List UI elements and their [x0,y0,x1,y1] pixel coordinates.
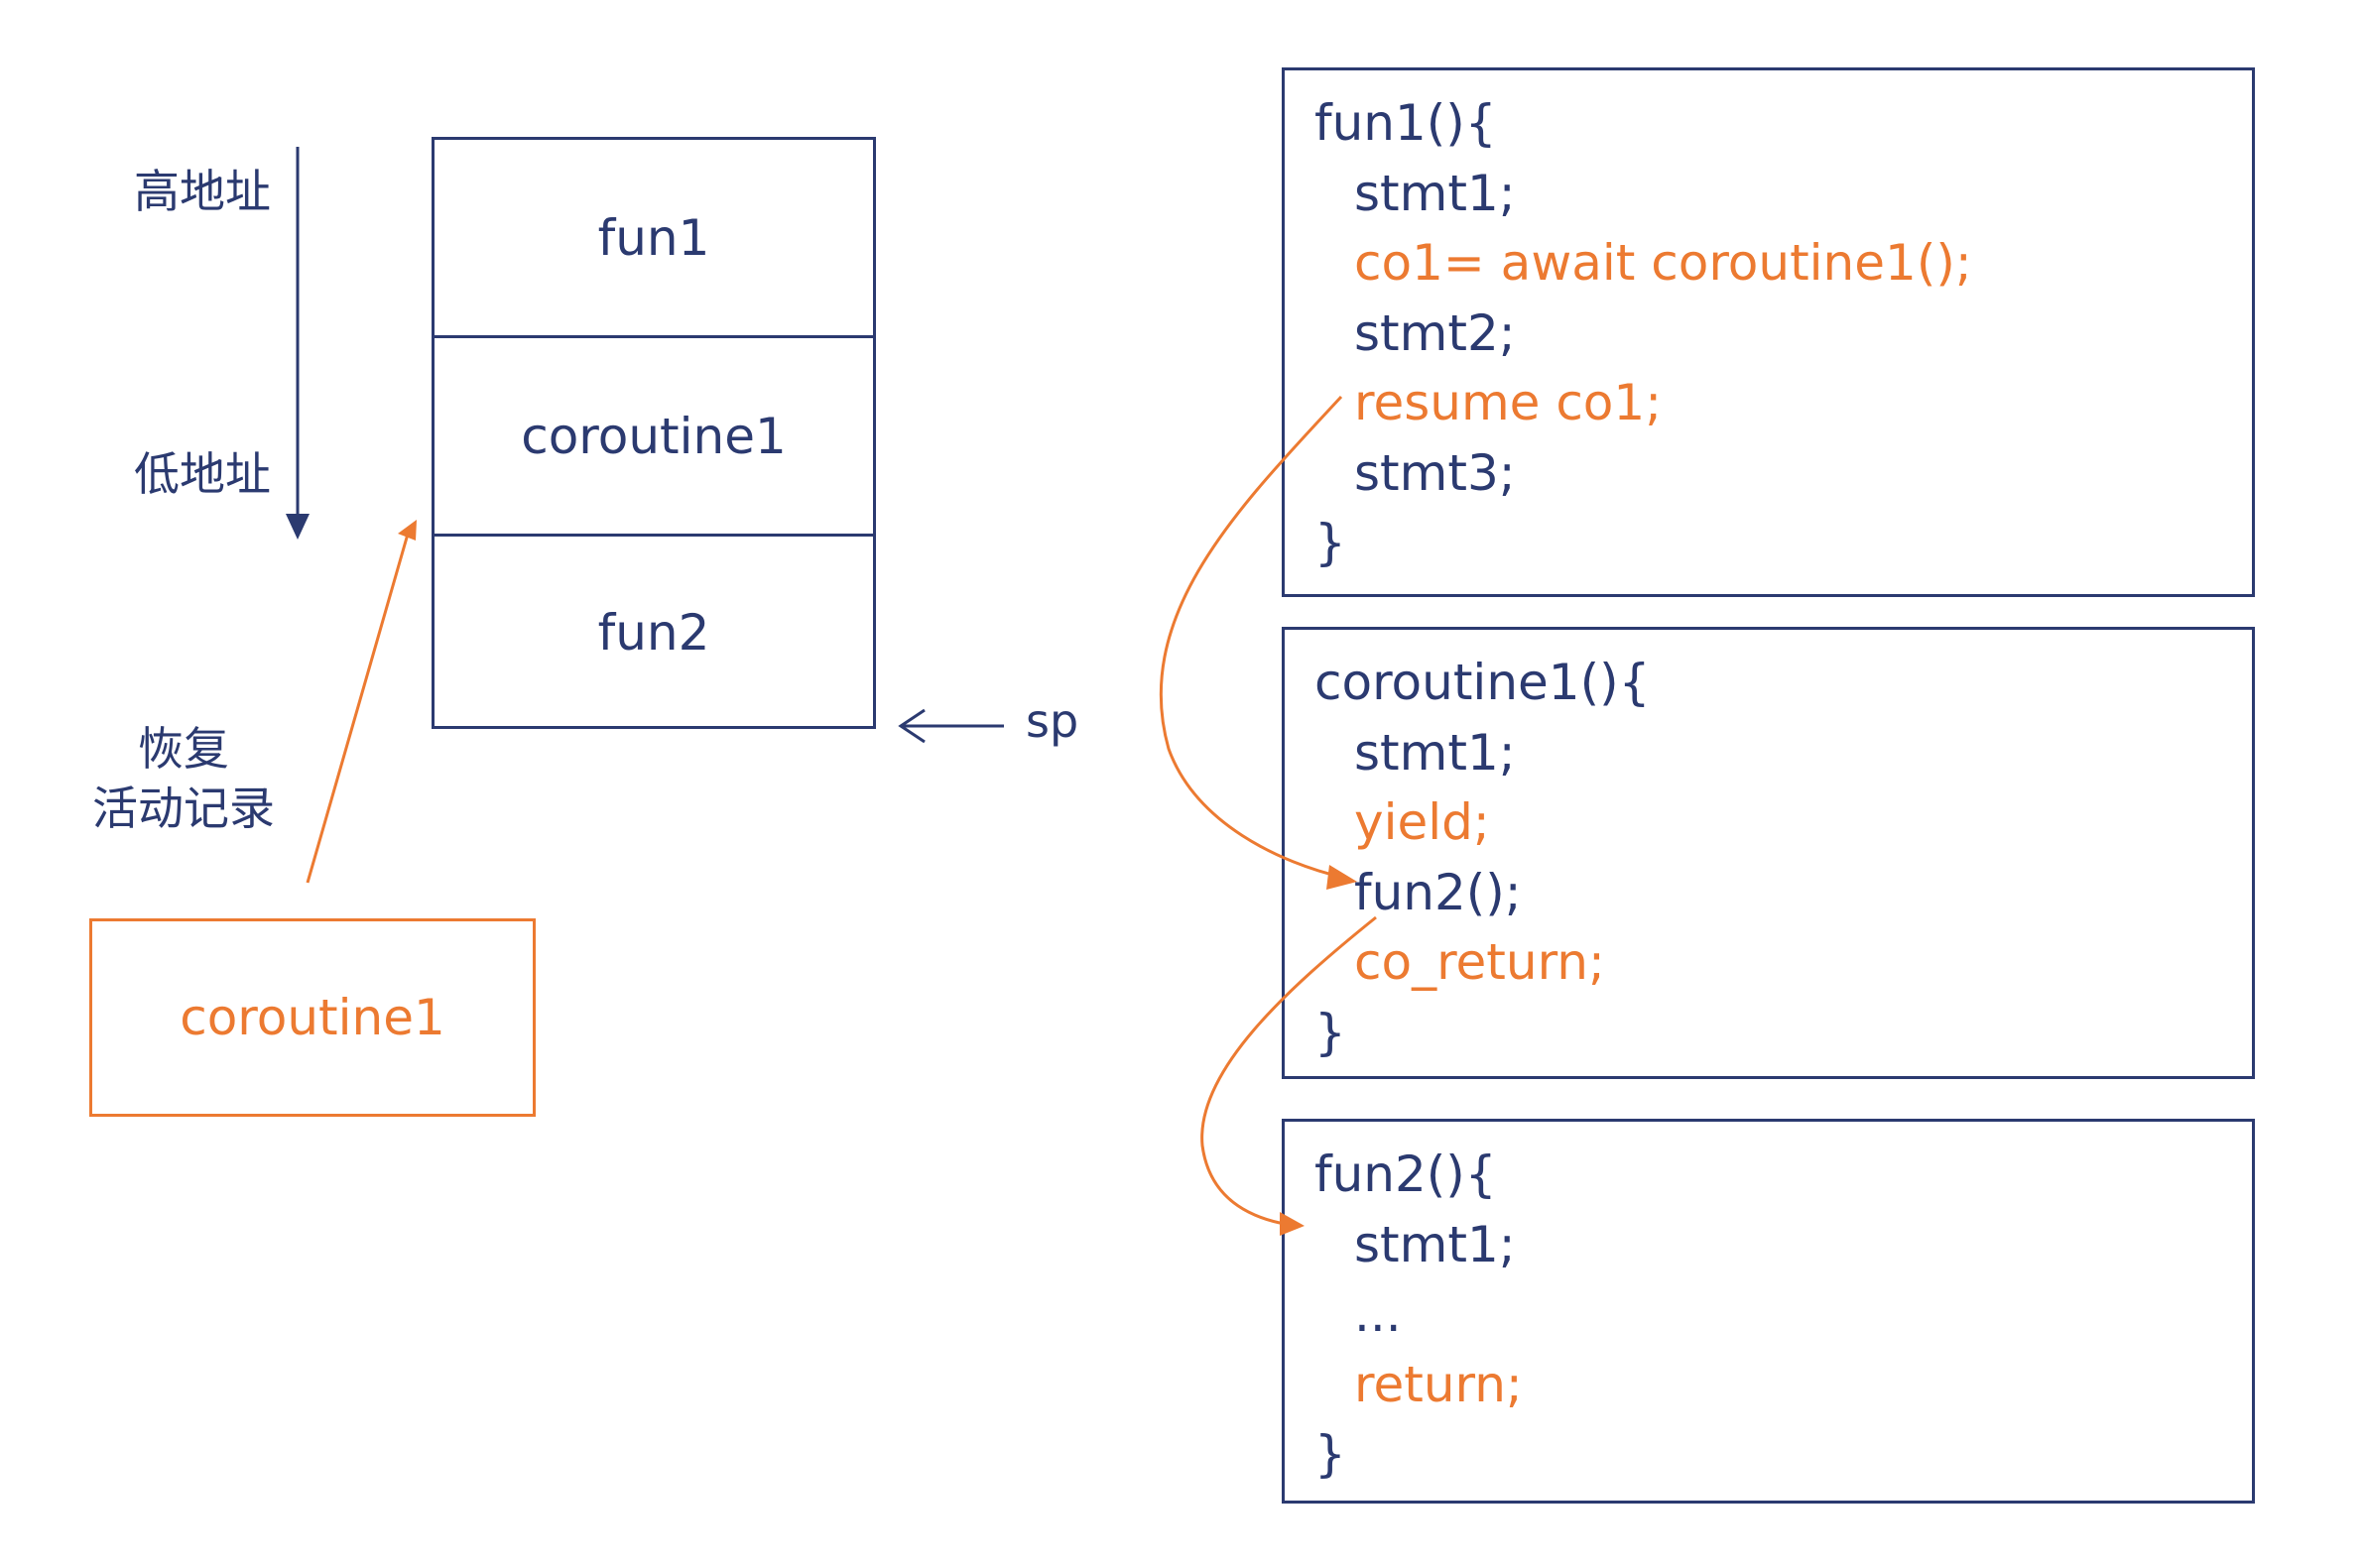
code-line: ... [1354,1285,1402,1343]
call-flow-arrow [1200,915,1377,1236]
call-stack: fun1 coroutine1 fun2 [432,137,876,729]
code-line-highlight: co_return; [1354,933,1605,991]
code-block-coroutine1: coroutine1(){ stmt1; yield; fun2(); co_r… [1282,627,2255,1079]
saved-coroutine-record: coroutine1 [89,918,536,1117]
code-line: fun2(); [1354,863,1522,921]
stack-pointer-label: sp [1026,694,1079,748]
code-line-highlight: resume co1; [1354,374,1663,431]
stack-frame-coroutine1: coroutine1 [435,335,873,534]
restore-label-line1: 恢复 [138,722,229,776]
code-header: fun2(){ [1314,1146,1497,1203]
code-header: fun1(){ [1314,94,1497,152]
code-block-fun1: fun1(){ stmt1; co1= await coroutine1(); … [1282,67,2255,597]
stack-frame-fun1: fun1 [597,208,710,267]
restore-arrow [306,520,417,884]
stack-pointer-arrow [898,708,1004,744]
restore-label-line2: 活动记录 [92,782,275,835]
code-header: coroutine1(){ [1314,654,1651,711]
code-line-highlight: yield; [1354,793,1490,851]
stack-frame-fun2: fun2 [435,534,873,729]
code-footer: } [1314,1425,1346,1483]
code-footer: } [1314,514,1346,571]
restore-activation-label: 恢复 活动记录 [84,719,283,838]
code-line: stmt1; [1354,164,1516,222]
resume-flow-arrow [1159,395,1357,890]
code-line-highlight: co1= await coroutine1(); [1354,234,1972,292]
code-line: stmt1; [1354,723,1516,782]
code-line-highlight: return; [1354,1355,1523,1413]
address-direction-arrow [286,147,310,540]
code-line: stmt1; [1354,1215,1516,1273]
code-block-fun2: fun2(){ stmt1; ... return; } [1282,1119,2255,1504]
code-line: stmt2; [1354,303,1516,362]
high-address-label: 高地址 [134,165,271,218]
code-line: stmt3; [1354,443,1516,502]
code-footer: } [1314,1003,1346,1061]
low-address-label: 低地址 [134,447,271,501]
